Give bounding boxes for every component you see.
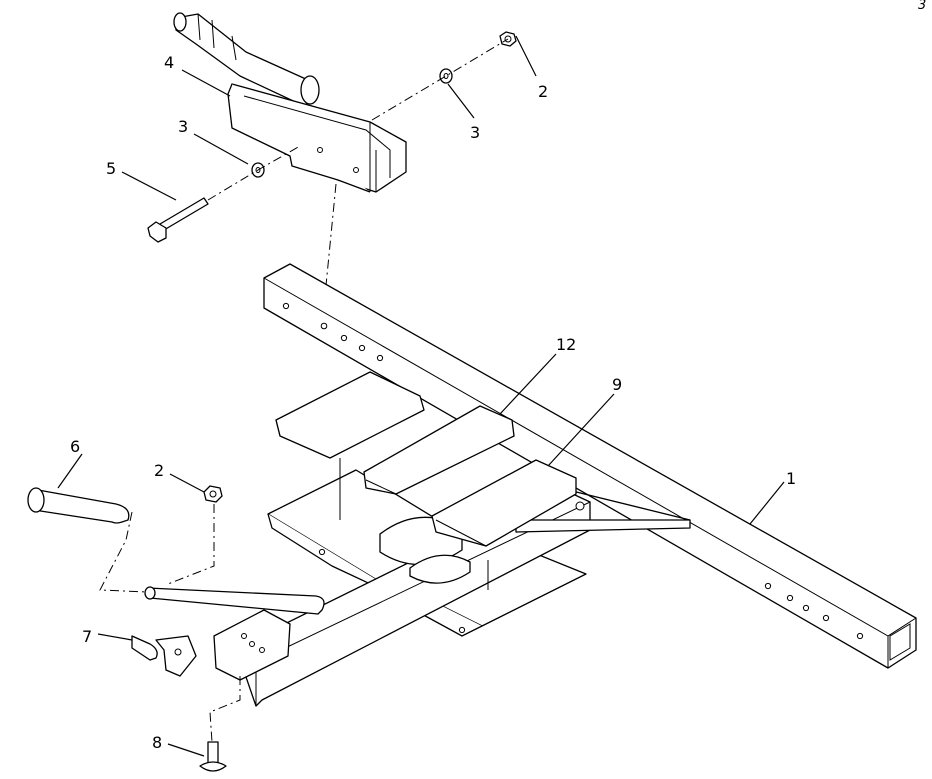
part-1-main-frame-tube bbox=[263, 263, 917, 669]
assembly-line-nut-rod bbox=[167, 504, 215, 585]
part-7-pin bbox=[131, 635, 197, 677]
callout-6: 6 bbox=[70, 437, 80, 456]
callout-2-lower: 2 bbox=[154, 461, 164, 480]
callout-4: 4 bbox=[164, 53, 174, 72]
part-2-hex-nut-lower bbox=[203, 485, 223, 503]
leader-lines bbox=[57, 35, 785, 757]
part-9-pad bbox=[363, 405, 515, 495]
callout-3-left: 3 bbox=[178, 117, 188, 136]
assembly-line-bolt-axis bbox=[207, 38, 509, 201]
front-pad bbox=[431, 459, 577, 590]
callout-3-top: 3 bbox=[470, 123, 480, 142]
assembly-line-latch-pin bbox=[209, 676, 241, 743]
lower-frame-assembly bbox=[213, 469, 691, 707]
sheet-corner-mark: 3 bbox=[918, 0, 926, 13]
assembly-line-grip-rod bbox=[99, 511, 149, 593]
callout-8: 8 bbox=[152, 733, 162, 752]
part-6-handle-grip bbox=[27, 487, 130, 524]
callout-5: 5 bbox=[106, 159, 116, 178]
callout-1: 1 bbox=[786, 469, 796, 488]
part-5-bolt bbox=[147, 197, 209, 243]
callout-7: 7 bbox=[82, 627, 92, 646]
part-12-pad bbox=[275, 371, 425, 520]
callout-12: 12 bbox=[556, 335, 576, 354]
part-4-pivot-bracket bbox=[173, 12, 407, 193]
callout-9: 9 bbox=[612, 375, 622, 394]
callout-2-top: 2 bbox=[538, 82, 548, 101]
part-8-clevis-pin bbox=[199, 741, 227, 772]
handle-rod bbox=[144, 586, 325, 615]
part-3-washer-top bbox=[439, 68, 453, 84]
